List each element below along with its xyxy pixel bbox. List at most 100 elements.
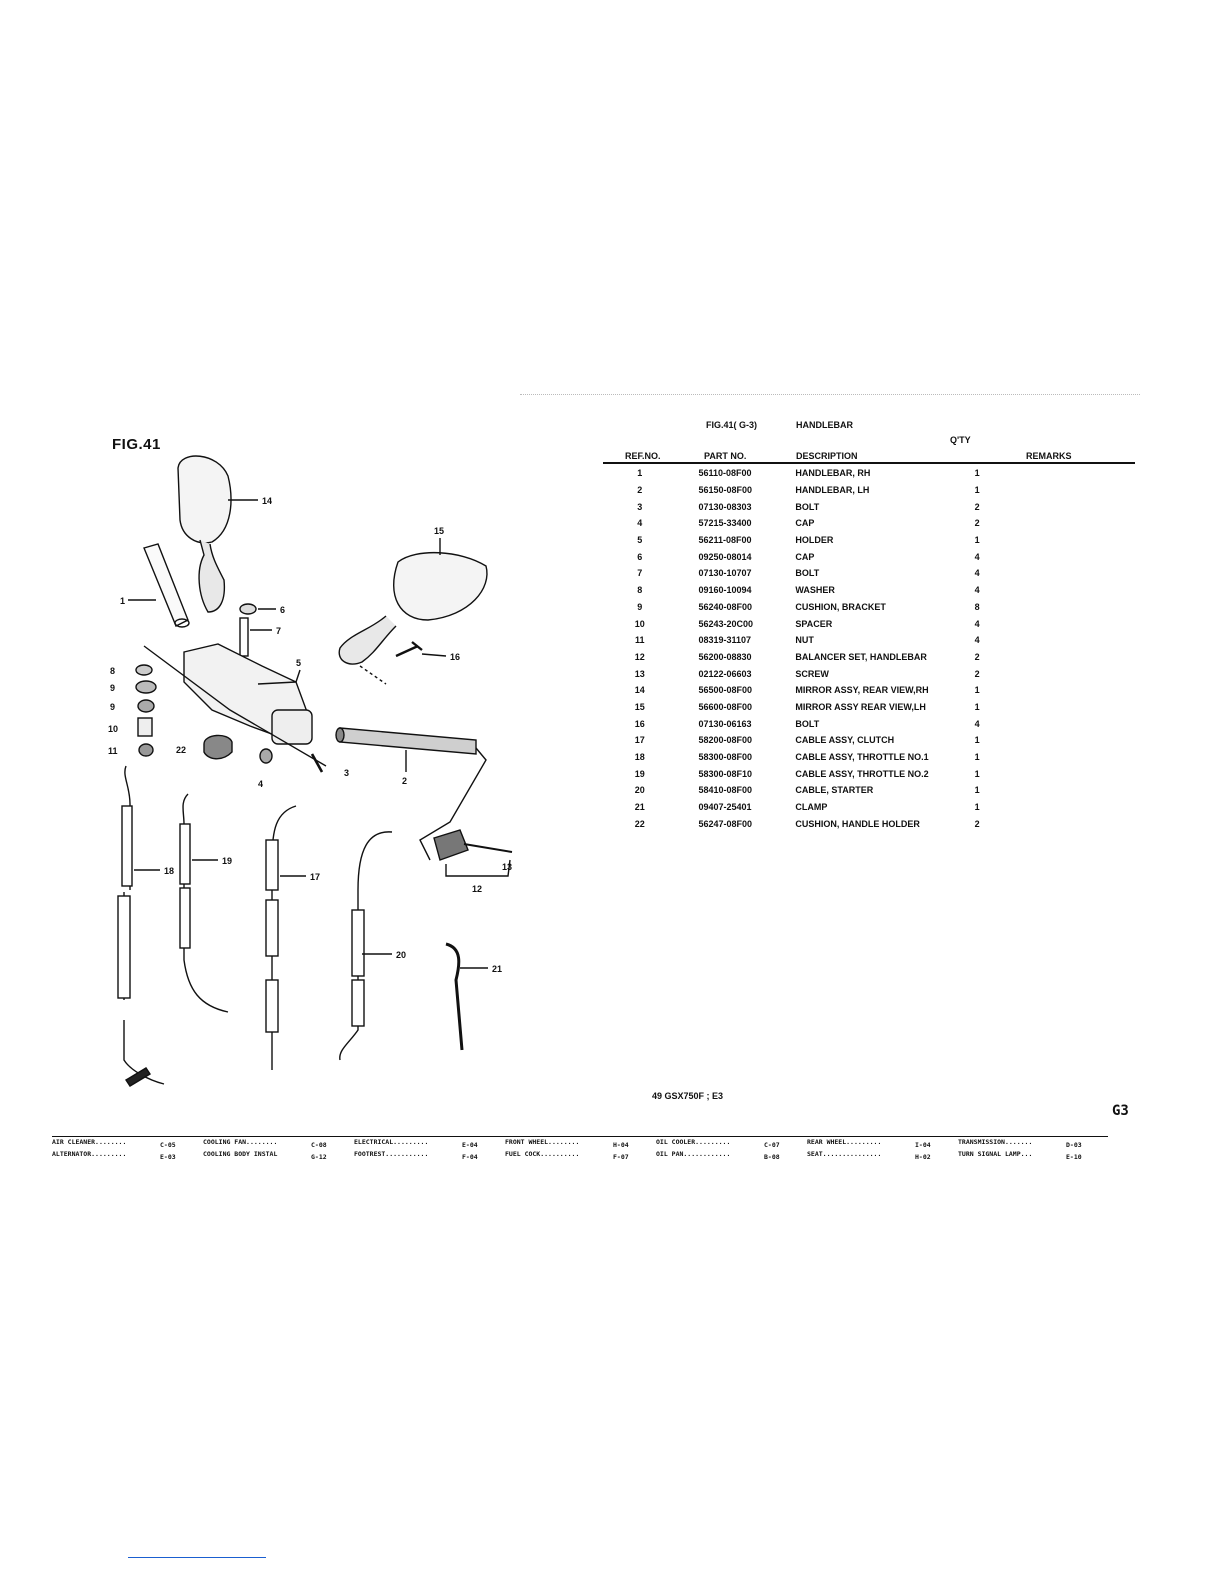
part-no-cell: 56600-08F00 [698,701,752,712]
index-entry-code: F-07 [613,1153,629,1161]
callout-9a: 9 [110,683,115,693]
ref-no-cell: 8 [637,585,643,596]
callout-21: 21 [492,964,502,974]
cap-4 [259,748,273,764]
remarks-cell [991,665,1135,682]
cushion-9a [135,680,157,694]
qty-cell: 1 [974,735,980,746]
page-code: G3 [1112,1103,1129,1119]
callout-13: 13 [502,862,512,872]
ref-no-cell: 7 [637,568,643,579]
index-entry-name: TRANSMISSION....... [958,1138,1033,1146]
remarks-cell [991,732,1135,749]
description-cell: HANDLEBAR, RH [795,468,871,479]
table-row: 17 58200-08F00 CABLE ASSY, CLUTCH 1 [603,732,1135,749]
header-part-no: PART NO. [704,451,747,461]
remarks-cell [991,532,1135,549]
qty-cell: 4 [974,551,980,562]
figure-label: FIG.41 [112,436,161,453]
remarks-cell [991,498,1135,515]
callout-1: 1 [120,596,125,606]
ref-no-cell: 2 [637,485,643,496]
clamp-21 [445,942,464,1051]
qty-cell: 1 [974,685,980,696]
remarks-cell [991,548,1135,565]
description-cell: BOLT [795,718,820,729]
ref-no-cell: 18 [634,752,645,763]
callout-9b: 9 [110,702,115,712]
index-entry-code: B-08 [764,1153,780,1161]
index-entry-name: FOOTREST........... [354,1150,429,1158]
remarks-cell [991,799,1135,816]
remarks-cell [991,765,1135,782]
part-no-cell: 07130-10707 [698,568,752,579]
qty-cell: 4 [974,718,980,729]
remarks-cell [991,699,1135,716]
remarks-cell [991,632,1135,649]
description-cell: CABLE ASSY, CLUTCH [795,735,895,746]
remarks-cell [991,599,1135,616]
part-no-cell: 07130-08303 [698,501,752,512]
part-no-cell: 57215-33400 [698,518,752,529]
part-no-cell: 56200-08830 [698,651,752,662]
ref-no-cell: 17 [634,735,645,746]
index-entry-name: FRONT WHEEL........ [505,1138,580,1146]
ref-no-cell: 14 [634,685,645,696]
ref-no-cell: 13 [634,668,645,679]
header-ref-no: REF.NO. [625,451,661,461]
part-no-cell: 56243-20C00 [698,618,753,629]
index-entry-code: E-10 [1066,1153,1082,1161]
part-no-cell: 58300-08F10 [698,768,752,779]
scan-artifact-dots [520,394,1140,397]
washer-8 [135,664,153,676]
remarks-cell [991,749,1135,766]
index-entry: OIL COOLER.........C-07 [656,1138,807,1150]
remarks-cell [991,682,1135,699]
index-entry-code: E-03 [160,1153,176,1161]
mirror-lh-glass [393,552,488,621]
remarks-cell [991,482,1135,499]
ref-no-cell: 20 [634,785,645,796]
ref-no-cell: 15 [634,701,645,712]
index-entry: FRONT WHEEL........H-04 [505,1138,656,1150]
qty-cell: 1 [974,485,980,496]
description-cell: HOLDER [795,535,834,546]
description-cell: BOLT [795,568,820,579]
callout-6: 6 [280,605,285,615]
table-title: HANDLEBAR [796,420,853,430]
part-no-cell: 07130-06163 [698,718,752,729]
index-entry-name: FUEL COCK.......... [505,1150,580,1158]
ref-no-cell: 1 [637,468,643,479]
bolt-3 [310,753,324,773]
remarks-cell [991,782,1135,799]
callout-8: 8 [110,666,115,676]
nut-11 [138,743,154,757]
index-entry-name: REAR WHEEL......... [807,1138,882,1146]
qty-cell: 4 [974,618,980,629]
description-cell: MIRROR ASSY REAR VIEW,LH [795,701,926,712]
direction-arrow [125,1067,151,1087]
qty-cell: 2 [974,651,980,662]
part-no-cell: 58200-08F00 [698,735,752,746]
index-entry: ELECTRICAL.........E-04 [354,1138,505,1150]
remarks-cell [991,649,1135,666]
description-cell: CAP [795,518,815,529]
bottom-link-underline [128,1557,266,1558]
part-no-cell: 56110-08F00 [698,468,752,479]
qty-cell: 1 [974,785,980,796]
balancer-12 [433,829,469,861]
description-cell: CABLE ASSY, THROTTLE NO.2 [795,768,929,779]
bolt-16 [395,641,423,658]
index-entry: COOLING FAN........C-08 [203,1138,354,1150]
cable-20 [339,831,393,1061]
index-entry: OIL PAN............B-08 [656,1150,807,1162]
